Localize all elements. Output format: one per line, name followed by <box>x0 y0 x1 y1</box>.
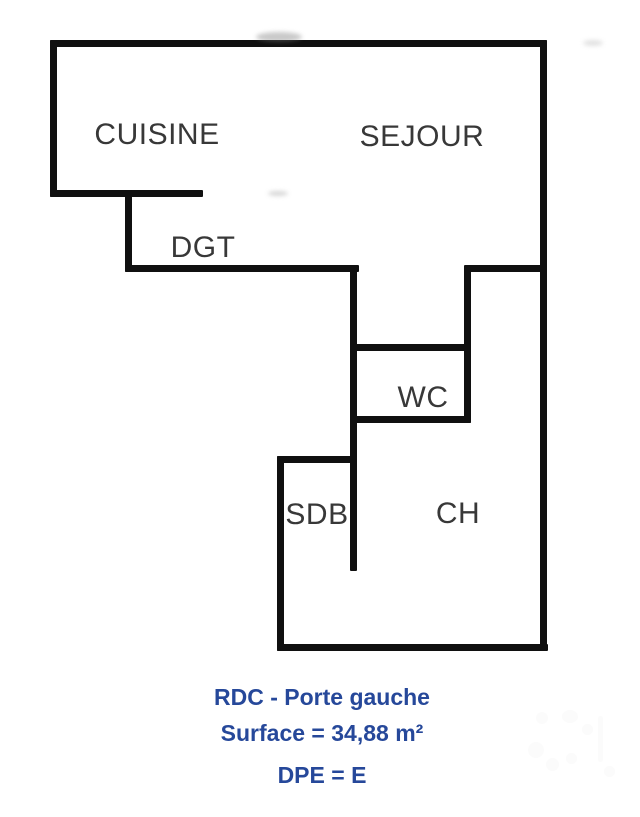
wall-mid-partition <box>350 265 357 571</box>
room-label-cuisine: CUISINE <box>94 118 220 151</box>
wall-outer-top <box>50 40 547 47</box>
wall-sdb-top <box>277 456 357 463</box>
wall-outer-left <box>50 40 57 197</box>
scan-smudge <box>268 191 288 196</box>
scan-smudge <box>256 32 302 42</box>
wall-wc-right <box>464 265 471 423</box>
caption-floor-door: RDC - Porte gauche <box>214 684 430 710</box>
wall-outer-right <box>540 40 547 651</box>
room-label-dgt: DGT <box>170 231 236 264</box>
wall-dgt-left <box>125 190 132 272</box>
wall-wc-bottom <box>352 416 471 423</box>
wall-outer-bottom <box>277 644 548 651</box>
caption-dpe-rating: DPE = E <box>277 762 367 788</box>
room-label-sdb: SDB <box>285 498 349 531</box>
room-label-wc: WC <box>397 381 449 414</box>
wall-sejour-bottom-right <box>467 265 547 272</box>
caption-surface-area: Surface = 34,88 m² <box>220 720 424 746</box>
wall-wc-top <box>352 344 471 351</box>
wall-sdb-left <box>277 456 284 651</box>
wall-dgt-bottom <box>125 265 359 272</box>
scan-smudge <box>583 40 603 46</box>
room-label-ch: CH <box>435 497 481 530</box>
room-label-sejour: SEJOUR <box>359 120 485 153</box>
